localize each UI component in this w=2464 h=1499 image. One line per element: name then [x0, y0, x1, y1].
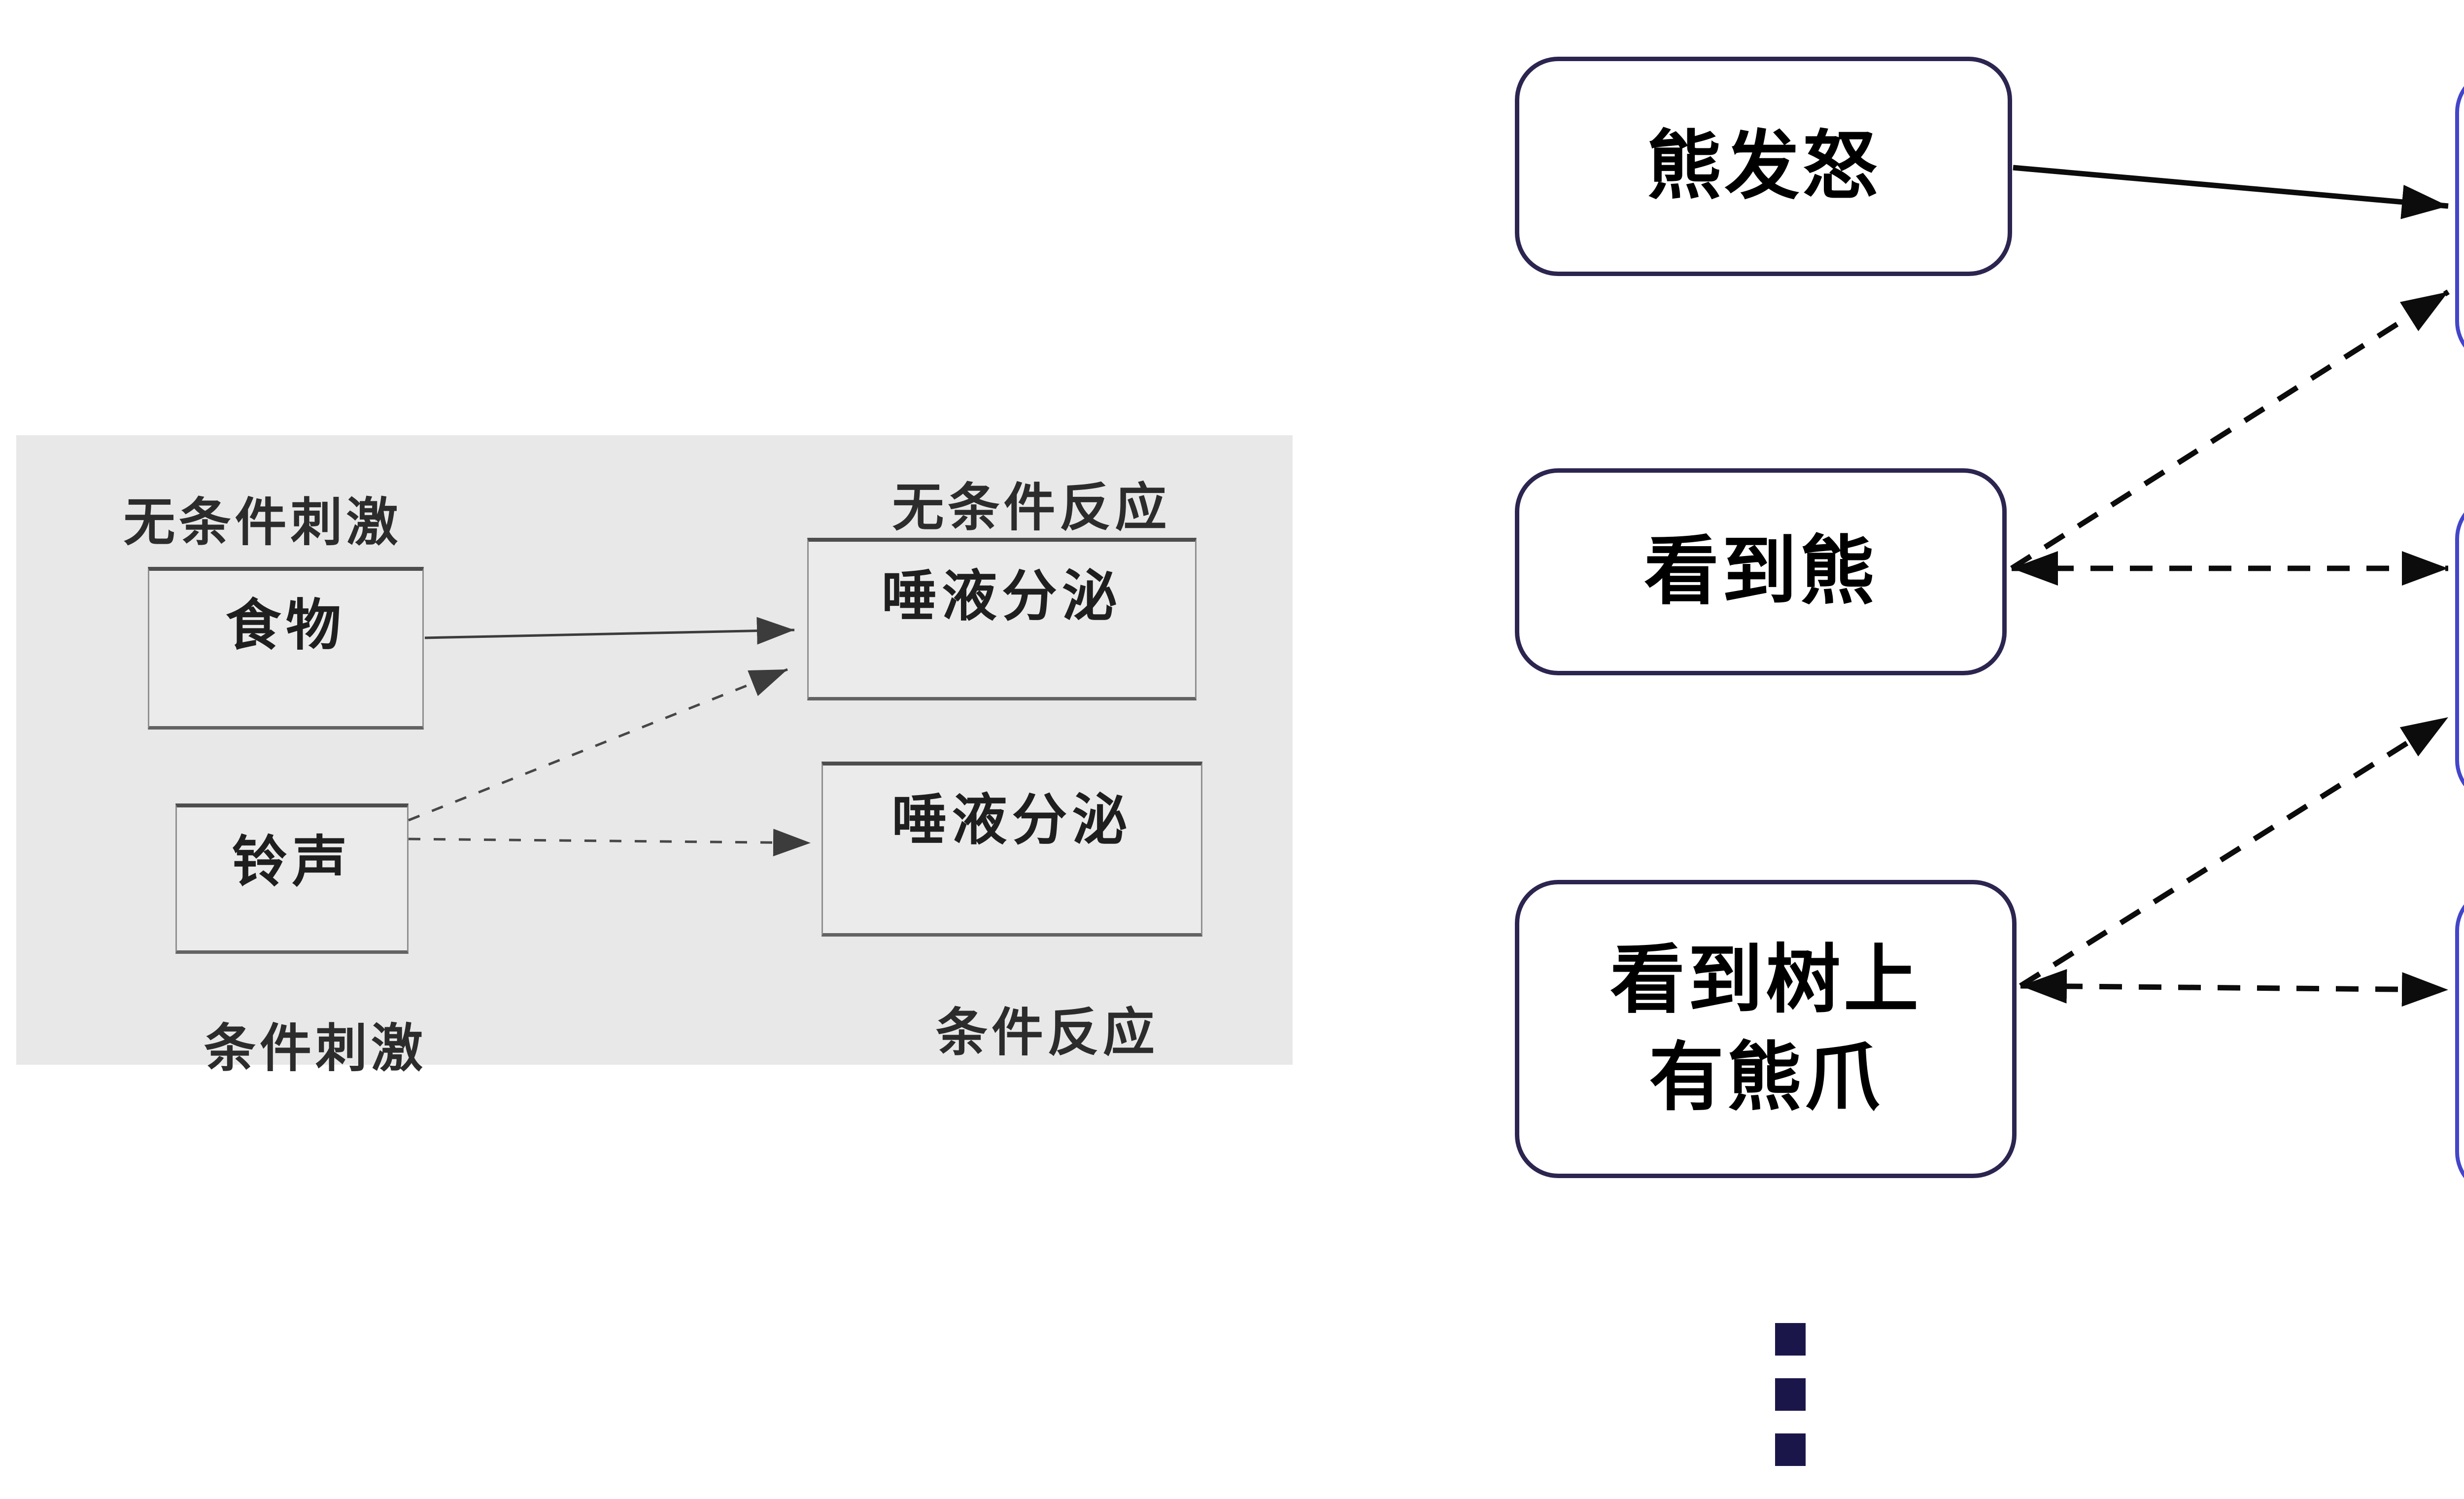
box-bell-label: 铃声: [232, 831, 352, 893]
ellipsis-left-icon: [1775, 1323, 1806, 1466]
solid-arrow-bear-to-reward: [2013, 165, 2449, 219]
box-food: 食物: [148, 567, 424, 730]
box-salivation-conditioned-label: 唾液分泌: [891, 789, 1132, 851]
label-conditioned-stimulus: 条件刺激: [204, 1020, 427, 1078]
label-unconditioned-stimulus: 无条件刺激: [123, 494, 402, 552]
dashed-arrow-see-claw-value-current: [2020, 969, 2449, 1007]
ellipsis-dot: [1775, 1433, 1806, 1466]
state-box-bear-angry: 熊发怒: [1515, 57, 2012, 276]
box-salivation-conditioned: 唾液分泌: [821, 762, 1202, 937]
ellipsis-dot: [1775, 1323, 1806, 1356]
box-bell: 铃声: [175, 803, 409, 954]
state-see-bear-label: 看到熊: [1644, 529, 1878, 614]
dashed-arrow-see-claw-to-value-next: [2019, 715, 2450, 988]
value-next-box: V(s′): [2455, 495, 2464, 803]
state-box-see-claw: 看到树上 有熊爪: [1515, 880, 2017, 1178]
ellipsis-dot: [1775, 1378, 1806, 1411]
box-food-label: 食物: [226, 594, 346, 656]
box-salivation-unconditioned-label: 唾液分泌: [882, 565, 1122, 627]
box-salivation-unconditioned: 唾液分泌: [807, 538, 1197, 700]
state-see-claw-label: 看到树上 有熊爪: [1610, 932, 1921, 1126]
reward-box: 奖励: [2455, 69, 2464, 365]
label-unconditioned-response: 无条件反应: [892, 479, 1171, 537]
label-conditioned-response: 条件反应: [935, 1004, 1159, 1062]
state-see-claw-line1: 看到树上: [1610, 938, 1921, 1022]
value-current-box: V(s): [2455, 887, 2464, 1195]
state-see-claw-line2: 有熊爪: [1649, 1035, 1882, 1119]
state-bear-angry-label: 熊发怒: [1646, 124, 1881, 208]
state-box-see-bear: 看到熊: [1515, 468, 2007, 675]
dashed-arrow-see-bear-to-reward: [2010, 289, 2450, 571]
